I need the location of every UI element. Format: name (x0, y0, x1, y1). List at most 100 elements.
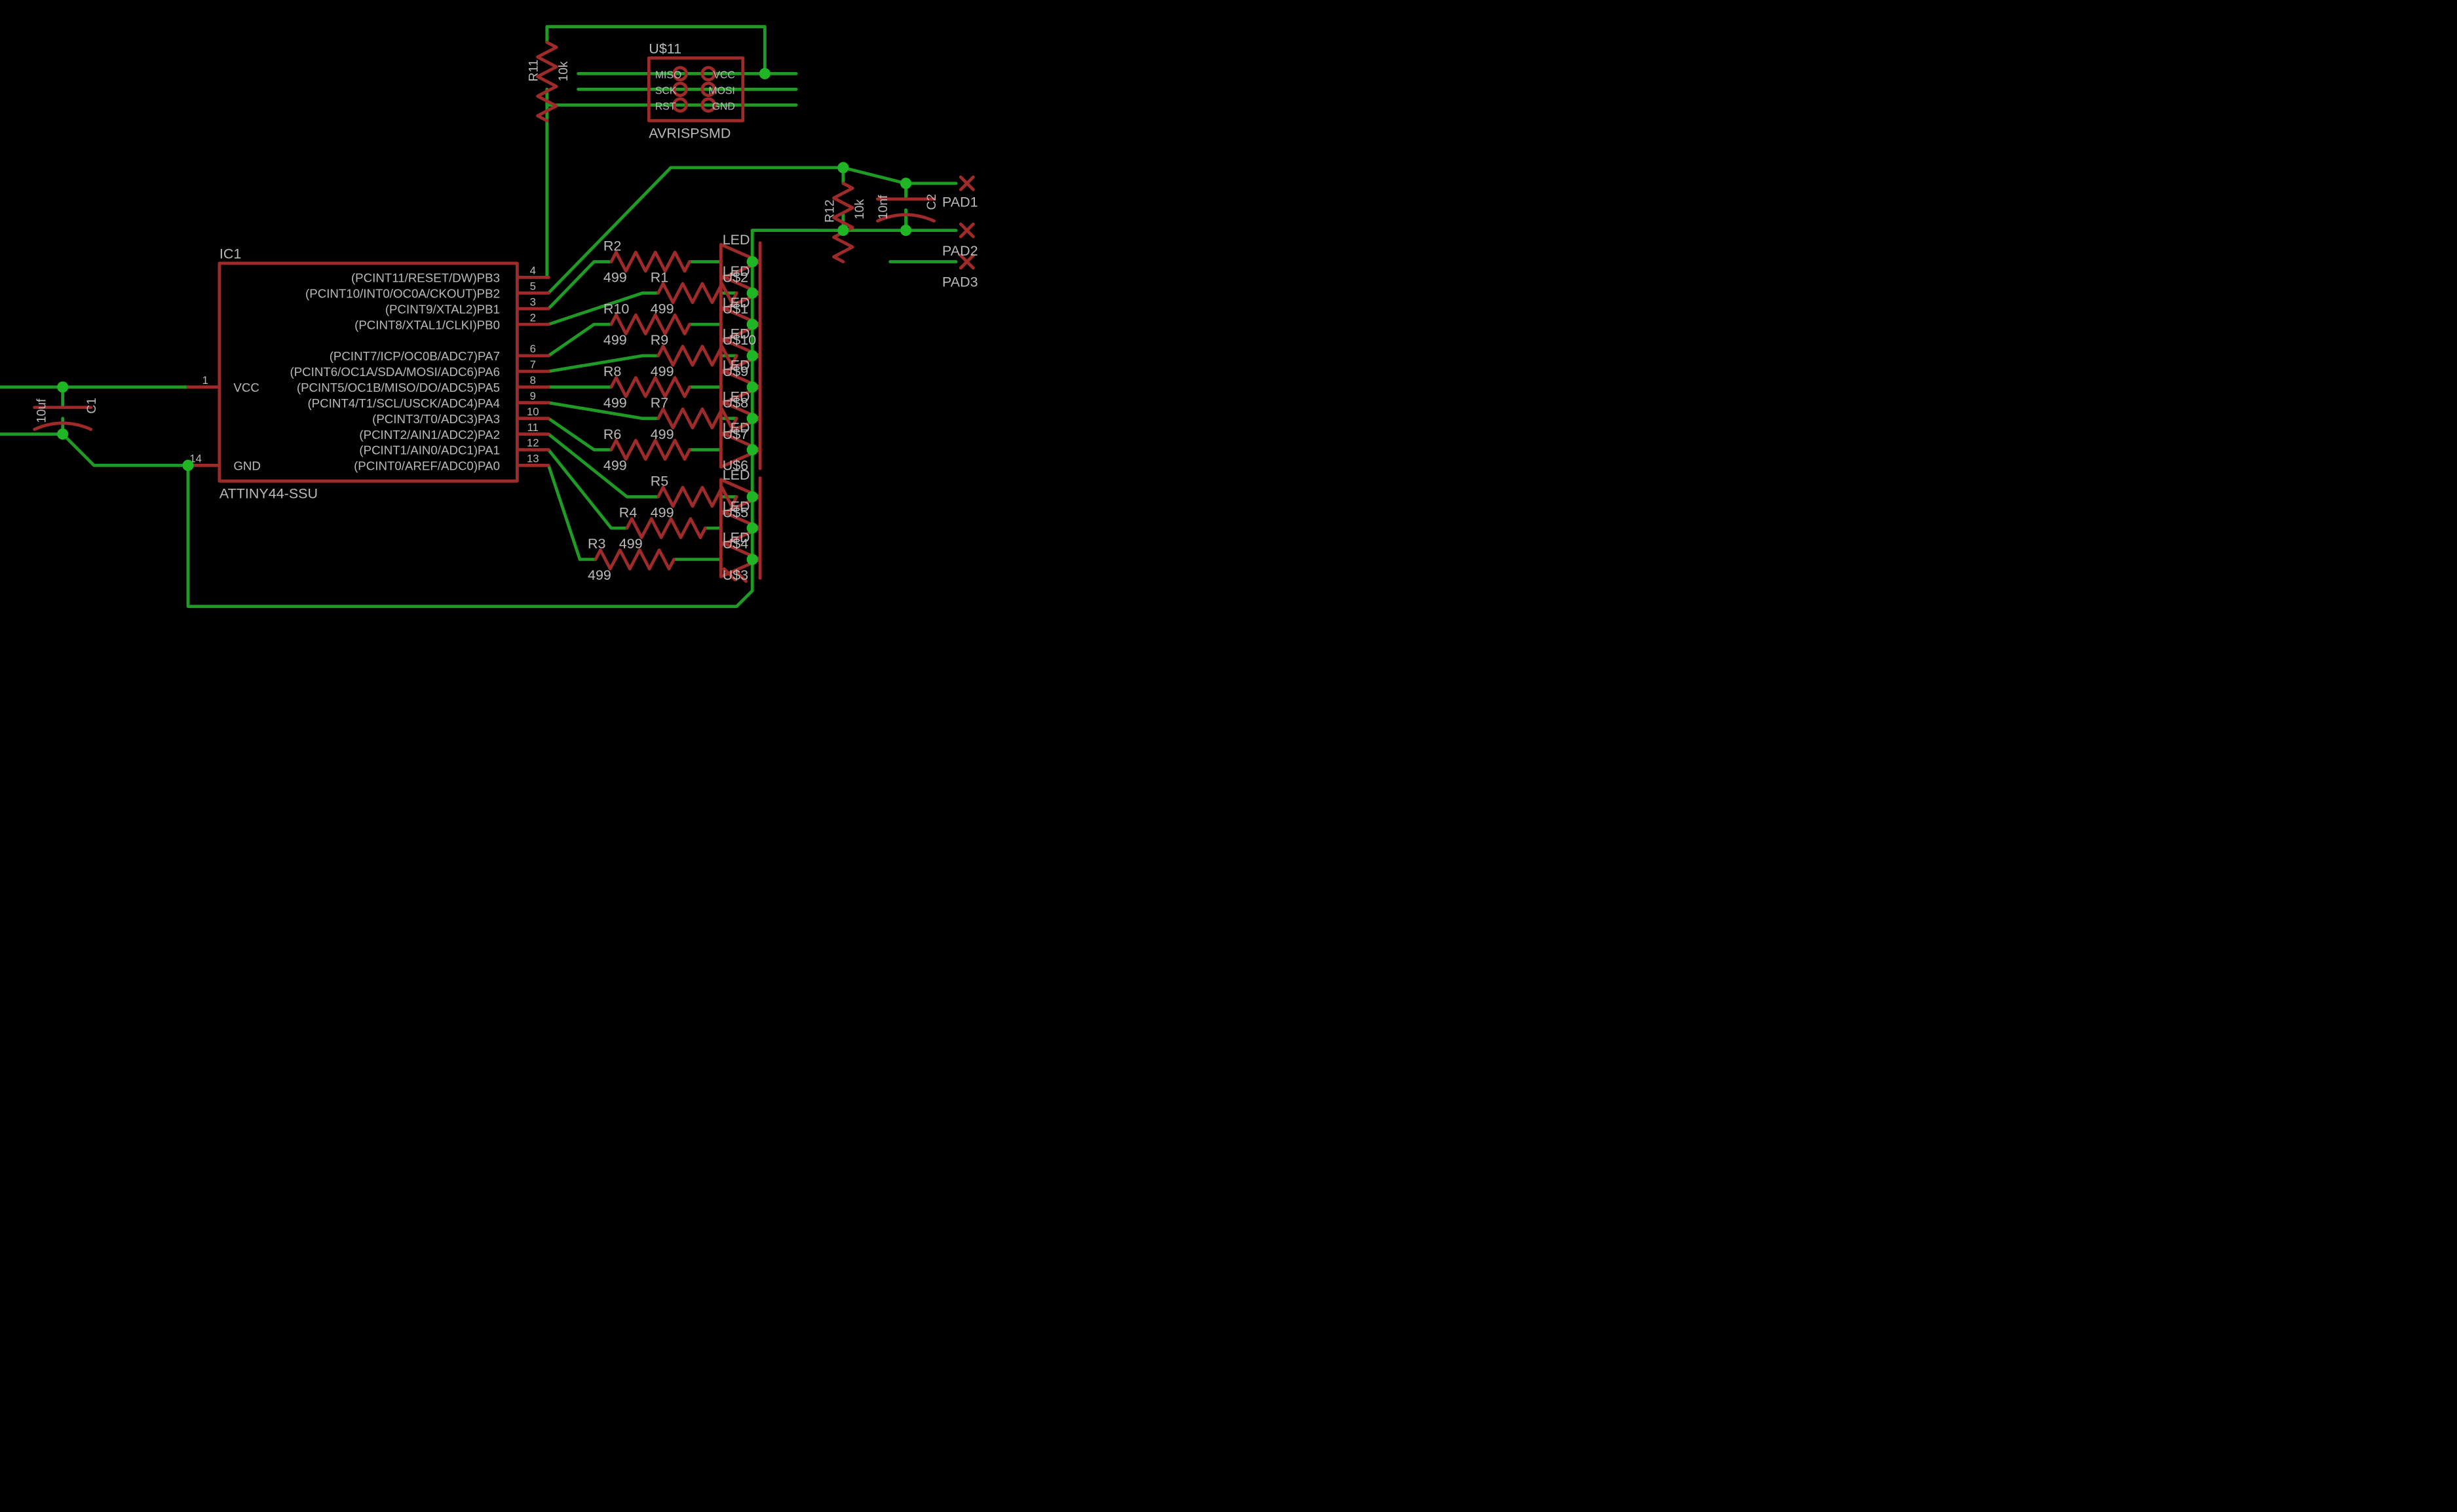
ic1-vcc-pin-number: 1 (202, 374, 208, 387)
resistor-r6 (609, 438, 691, 461)
ic1-pin-number: 8 (530, 374, 536, 387)
resistor-name: R1 (651, 270, 668, 286)
wire-r4-in (546, 448, 629, 530)
led-5-triangle (719, 368, 762, 406)
resistor-name: R6 (603, 426, 622, 442)
ic1-pin-number: 11 (527, 421, 539, 434)
wire-r9-in (546, 354, 660, 373)
isp-pin-label-left: MISO (655, 70, 681, 81)
led-7-triangle (719, 430, 762, 469)
junction-dot (746, 413, 758, 425)
led-8-triangle (719, 478, 762, 516)
led-value: LED (723, 358, 750, 373)
led-name: U$10 (723, 332, 756, 348)
pad-label: PAD1 (942, 195, 978, 210)
resistor-value: 499 (603, 395, 627, 411)
junction-dot (746, 522, 758, 534)
wire-r6-in (546, 417, 613, 451)
r11-value: 10k (557, 61, 571, 81)
isp-pad-right (700, 66, 716, 82)
c1-name: C1 (85, 398, 99, 413)
led-6-triangle (719, 400, 762, 438)
r11-name: R11 (527, 60, 541, 82)
junction-dot (57, 428, 69, 440)
ic1-pin-label: (PCINT4/T1/SCL/USCK/ADC4)PA4 (307, 396, 500, 410)
ic1-pin-number: 3 (530, 295, 536, 308)
led-name: U$5 (723, 504, 748, 520)
parts-layer (33, 41, 975, 583)
resistor-value: 499 (651, 426, 674, 442)
wire-r1-in (546, 291, 660, 326)
resistor-name: R7 (651, 395, 668, 411)
ic1-pin-label: (PCINT11/RESET/DW)PB3 (351, 271, 500, 285)
resistor-value: 499 (603, 270, 627, 286)
led-name: U$8 (723, 395, 748, 411)
c2-value: 10nf (877, 195, 890, 219)
c1-plate-bottom (33, 421, 93, 431)
isp-body (647, 56, 745, 123)
junction-dot (900, 178, 912, 189)
wire-gnd (61, 417, 190, 467)
ic1-pin-number: 2 (530, 311, 536, 324)
ic1-pin-label: (PCINT0/AREF/ADC0)PA0 (354, 459, 500, 473)
ic1-gnd-pin-number: 14 (189, 453, 202, 465)
resistor-r5 (657, 485, 738, 508)
led-value: LED (723, 232, 750, 248)
isp-pin-label-left: SCK (655, 86, 677, 97)
led-4-triangle (719, 337, 762, 375)
resistor-name: R2 (603, 238, 621, 254)
pad-label: PAD3 (942, 274, 978, 290)
resistor-value: 499 (651, 364, 674, 379)
ic1-pin-number: 10 (527, 406, 539, 418)
resistor-name: R5 (651, 474, 669, 489)
led-value: LED (723, 530, 750, 546)
resistor-value: 499 (588, 567, 611, 583)
led-10-triangle (719, 540, 762, 578)
led-name: U$2 (723, 270, 748, 286)
junction-dot (182, 459, 194, 472)
r12-resistor (832, 181, 854, 263)
junctions-layer (57, 67, 912, 565)
r12-name: R12 (824, 200, 837, 223)
wire-reset (545, 87, 550, 279)
resistor-r9 (657, 345, 738, 367)
resistor-r2 (609, 250, 691, 273)
led-value: LED (723, 326, 750, 342)
pad-marker-b (959, 175, 975, 191)
ic1-pin-number: 5 (530, 280, 536, 293)
wire-r2-in (546, 260, 613, 311)
led-2-triangle (719, 274, 762, 312)
ic1-pin-number: 9 (530, 390, 536, 402)
resistor-r8 (609, 376, 691, 398)
ic1-pin-label: (PCINT3/T0/ADC3)PA3 (372, 412, 500, 426)
resistor-r4 (625, 517, 707, 539)
ic1-body (218, 261, 519, 483)
resistor-name: R10 (603, 301, 629, 316)
ic1-value: ATTINY44-SSU (219, 486, 318, 502)
isp-pad-right (700, 81, 716, 98)
resistor-value: 499 (619, 536, 643, 552)
isp-pin-label-left: RST (655, 101, 676, 112)
ic1-pin-number: 6 (530, 343, 536, 355)
ic1-pin-label: (PCINT7/ICP/OC0B/ADC7)PA7 (330, 349, 500, 363)
junction-dot (746, 381, 758, 393)
led-value: LED (723, 263, 750, 279)
isp-value: AVRISPSMD (649, 126, 731, 142)
led-3-triangle (719, 305, 762, 343)
resistor-name: R9 (651, 332, 668, 348)
resistor-r7 (657, 407, 738, 430)
led-name: U$1 (723, 301, 748, 316)
resistor-value: 499 (603, 458, 627, 474)
ic1-pin-number: 12 (527, 437, 539, 449)
led-1-triangle (719, 242, 762, 281)
led-value: LED (723, 295, 750, 311)
c2-plate-bottom (876, 213, 936, 223)
led-9-triangle (719, 509, 762, 547)
ic1-pin-label: (PCINT2/AIN1/ADC2)PA2 (359, 428, 500, 442)
isp-pin-label-right: GND (712, 101, 735, 112)
wire-r7-in (546, 401, 660, 421)
isp-pad-left (672, 81, 688, 98)
led-value: LED (723, 499, 750, 514)
led-value: LED (723, 467, 750, 483)
